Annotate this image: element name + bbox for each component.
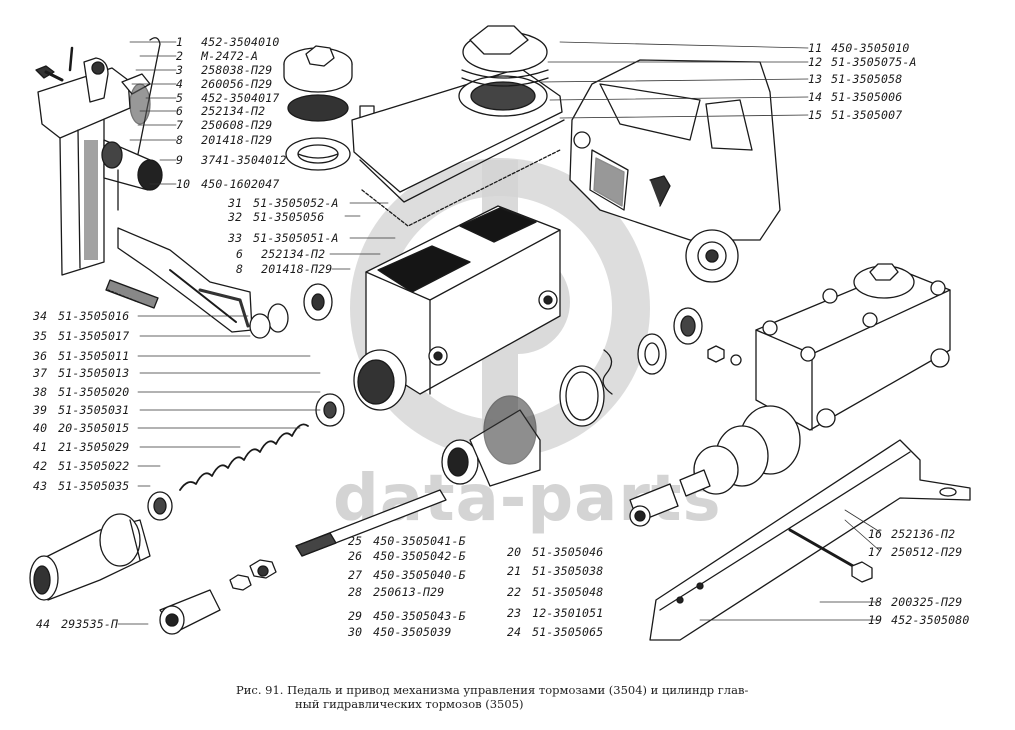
callout-label: 13 51-3505058 (808, 72, 903, 86)
callout-label: 17 250512-П29 (868, 545, 963, 559)
master-cylinder-body (353, 205, 561, 411)
callout-label: 1 452-3504010 (176, 35, 280, 49)
caption-line-1: Рис. 91. Педаль и привод механизма управ… (236, 683, 749, 697)
callout-label: 26 450-3505042-Б (348, 549, 466, 563)
callout-label: 21 51-3505038 (507, 564, 604, 578)
mounting-bracket (649, 439, 971, 641)
leader-lines (117, 41, 881, 625)
callout-label: 23 12-3501051 (507, 606, 604, 620)
callout-label: 31 51-3505052-А (228, 196, 339, 210)
callout-label: 39 51-3505031 (33, 403, 130, 417)
callout-label: 2 М-2472-А (176, 49, 259, 63)
callout-label: 44 293535-П (36, 617, 119, 631)
piston-spring-parts (29, 283, 345, 601)
callout-label: 41 21-3505029 (33, 440, 130, 454)
callout-label: 14 51-3505006 (808, 90, 903, 104)
callout-label: 22 51-3505048 (507, 585, 604, 599)
callout-label: 19 452-3505080 (868, 613, 970, 627)
callout-label: 8 201418-П29 (236, 262, 333, 276)
callout-label: 25 450-3505041-Б (348, 534, 466, 548)
callout-label: 40 20-3505015 (33, 421, 130, 435)
callout-label: 27 450-3505040-Б (348, 568, 466, 582)
callout-label: 6 252134-П2 (236, 247, 326, 261)
callout-label: 43 51-3505035 (33, 479, 130, 493)
dust-boot (441, 307, 742, 487)
caption-line-2: ный гидравлических тормозов (3505) (295, 697, 524, 711)
vehicle-illustration (569, 59, 781, 283)
callout-label: 16 252136-П2 (868, 527, 956, 541)
callout-label: 15 51-3505007 (808, 108, 903, 122)
callout-label: 33 51-3505051-А (228, 231, 339, 245)
callout-label: 20 51-3505046 (507, 545, 604, 559)
callout-label: 35 51-3505017 (33, 329, 130, 343)
callout-label: 37 51-3505013 (33, 366, 130, 380)
pedal-bracket (35, 37, 163, 276)
reservoir-cover (351, 25, 565, 227)
callout-label: 9 3741-3504012 (176, 153, 287, 167)
filler-cap-strainer (283, 45, 375, 171)
brake-pedal (105, 227, 253, 333)
callout-label: 29 450-3505043-Б (348, 609, 466, 623)
callout-label: 12 51-3505075-А (808, 55, 917, 69)
push-rod (159, 489, 447, 635)
callout-label: 10 450-1602047 (176, 177, 280, 191)
callout-label: 30 450-3505039 (348, 625, 452, 639)
callout-label: 7 250608-П29 (176, 118, 273, 132)
callout-label: 36 51-3505011 (33, 349, 130, 363)
callout-label: 34 51-3505016 (33, 309, 130, 323)
callout-label: 24 51-3505065 (507, 625, 604, 639)
callout-label: 8 201418-П29 (176, 133, 273, 147)
callout-label: 38 51-3505020 (33, 385, 130, 399)
callout-label: 5 452-3504017 (176, 91, 280, 105)
master-cylinder-assembly (629, 263, 951, 527)
callout-label: 18 200325-П29 (868, 595, 963, 609)
callout-label: 32 51-3505056 (228, 210, 325, 224)
callout-label: 42 51-3505022 (33, 459, 130, 473)
callout-label: 3 258038-П29 (176, 63, 273, 77)
callout-label: 4 260056-П29 (176, 77, 273, 91)
callout-label: 28 250613-П29 (348, 585, 445, 599)
callout-label: 11 450-3505010 (808, 41, 910, 55)
figure-caption: Рис. 91. Педаль и привод механизма управ… (236, 683, 776, 711)
callout-label: 6 252134-П2 (176, 104, 266, 118)
